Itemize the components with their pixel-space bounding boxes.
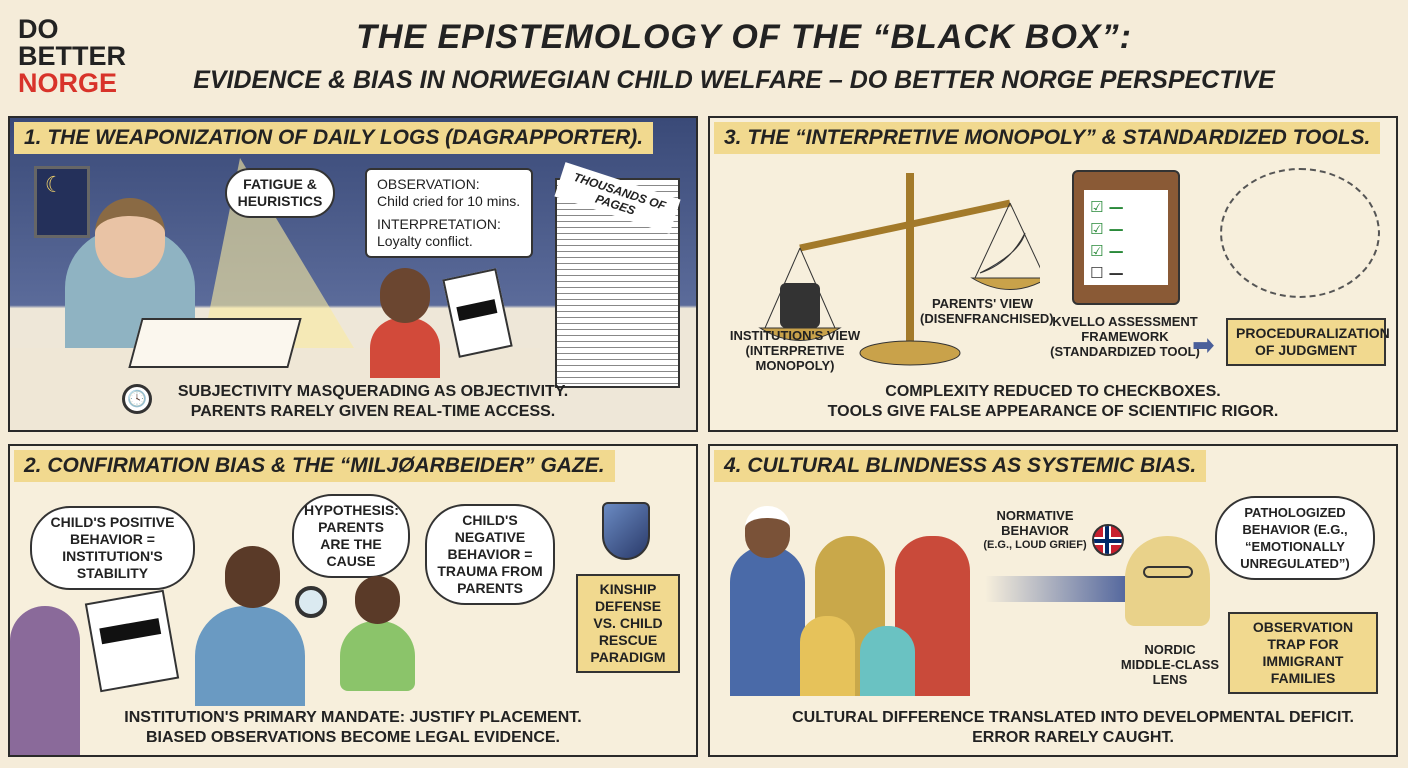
norway-flag-icon <box>1092 524 1124 556</box>
institution-view-label: INSTITUTION'S VIEW (INTERPRETIVE MONOPOL… <box>729 328 861 373</box>
panel-caption: INSTITUTION'S PRIMARY MANDATE: JUSTIFY P… <box>124 709 582 746</box>
observation-bubble: OBSERVATION:Child cried for 10 mins. INT… <box>365 168 533 258</box>
panel-caption: CULTURAL DIFFERENCE TRANSLATED INTO DEVE… <box>792 709 1354 746</box>
open-logbook <box>128 318 302 368</box>
panel-heading: 4. CULTURAL BLINDNESS AS SYSTEMIC BIAS. <box>714 450 1207 482</box>
observer-figure <box>10 606 80 755</box>
hypothesis-bubble: HYPOTHESIS: PARENTS ARE THE CAUSE <box>292 494 410 578</box>
clock-icon: 🕓 <box>122 384 152 414</box>
panel-confirmation-bias: 2. CONFIRMATION BIAS & THE “MILJØARBEIDE… <box>8 444 698 757</box>
arrow-right-icon <box>985 564 1161 614</box>
panel-heading: 3. THE “INTERPRETIVE MONOPOLY” & STANDAR… <box>714 122 1381 154</box>
pathologized-behavior-bubble: PATHOLOGIZED BEHAVIOR (E.G., “EMOTIONALL… <box>1215 496 1375 580</box>
staff-with-magnifier <box>195 546 305 706</box>
panel-caption: COMPLEXITY REDUCED TO CHECKBOXES.TOOLS G… <box>827 383 1279 420</box>
page-subtitle: EVIDENCE & BIAS IN NORWEGIAN CHILD WELFA… <box>193 66 1275 94</box>
child-figure <box>370 268 440 378</box>
panel-heading: 1. THE WEAPONIZATION OF DAILY LOGS (DAGR… <box>14 122 654 154</box>
night-window: ☾ <box>34 166 90 238</box>
panel-cultural-blindness: 4. CULTURAL BLINDNESS AS SYSTEMIC BIAS. … <box>708 444 1398 757</box>
redacted-report <box>84 589 180 693</box>
observation-trap-box: OBSERVATION TRAP FOR IMMIGRANT FAMILIES <box>1228 612 1378 694</box>
panel-heading: 2. CONFIRMATION BIAS & THE “MILJØARBEIDE… <box>14 450 615 482</box>
magnifying-glass-icon <box>295 586 327 618</box>
kvello-label: KVELLO ASSESSMENT FRAMEWORK (STANDARDIZE… <box>1050 314 1200 359</box>
parents-view-label: PARENTS' VIEW (DISENFRANCHISED) <box>920 296 1054 326</box>
kinship-defense-box: KINSHIP DEFENSE VS. CHILD RESCUE PARADIG… <box>576 574 680 673</box>
panel-daily-logs: 1. THE WEAPONIZATION OF DAILY LOGS (DAGR… <box>8 116 698 432</box>
seated-child <box>340 576 415 691</box>
paper-stack: THOUSANDS OF PAGES <box>554 162 681 388</box>
scale-illustration <box>758 173 1040 366</box>
nordic-lens-label: NORDIC MIDDLE-CLASS LENS <box>1120 642 1220 687</box>
proceduralization-box: PROCEDURALIZATION OF JUDGMENT <box>1226 318 1390 366</box>
redacted-document <box>442 268 513 358</box>
clipboard-checklist: ☑ —☑ —☑ —☐ — <box>1072 170 1180 305</box>
immigrant-family-illustration <box>730 506 975 696</box>
arrow-right-icon: ➡ <box>1192 328 1215 363</box>
shield-icon <box>602 502 650 560</box>
panel-interpretive-monopoly: 3. THE “INTERPRETIVE MONOPOLY” & STANDAR… <box>708 116 1398 432</box>
panel-caption: SUBJECTIVITY MASQUERADING AS OBJECTIVITY… <box>177 383 569 420</box>
group-discussion-illustration <box>1220 168 1380 298</box>
normative-behavior-label: NORMATIVE BEHAVIOR(E.G., LOUD GRIEF) <box>983 508 1087 551</box>
thought-bubble: FATIGUE & HEURISTICS <box>225 168 335 218</box>
page-title: THE EPISTEMOLOGY OF THE “BLACK BOX”: <box>356 18 1132 56</box>
nordic-observer-figure <box>1125 536 1210 626</box>
positive-behavior-bubble: CHILD'S POSITIVE BEHAVIOR = INSTITUTION'… <box>30 506 195 590</box>
negative-behavior-bubble: CHILD'S NEGATIVE BEHAVIOR = TRAUMA FROM … <box>425 504 555 605</box>
